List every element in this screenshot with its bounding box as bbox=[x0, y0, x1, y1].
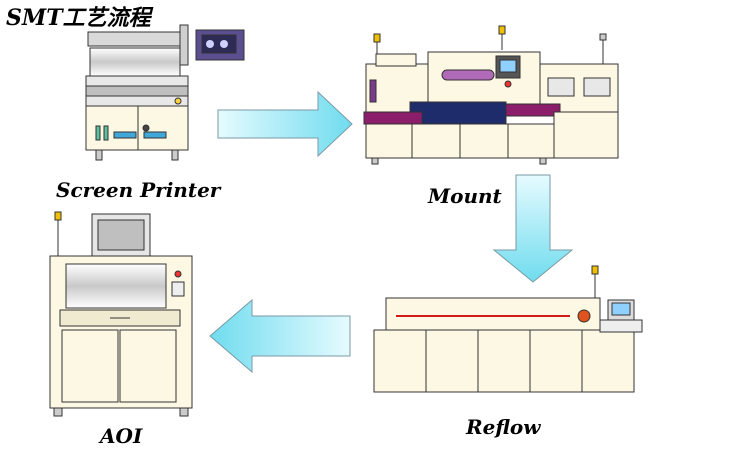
arrow-mount-to-reflow bbox=[492, 174, 574, 283]
aoi-machine bbox=[49, 211, 193, 417]
arrow-printer-to-mount bbox=[217, 90, 353, 158]
page-title: SMT工艺流程 bbox=[6, 5, 151, 31]
arrow-reflow-to-aoi bbox=[209, 298, 351, 374]
mount-machine bbox=[363, 25, 619, 165]
stage-label-aoi: AOI bbox=[100, 424, 143, 448]
stage-label-mount: Mount bbox=[428, 184, 502, 208]
stage-label-screen-printer: Screen Printer bbox=[56, 178, 221, 202]
stage-label-reflow: Reflow bbox=[466, 415, 541, 439]
reflow-oven bbox=[373, 265, 643, 393]
screen-printer-machine bbox=[85, 24, 245, 161]
